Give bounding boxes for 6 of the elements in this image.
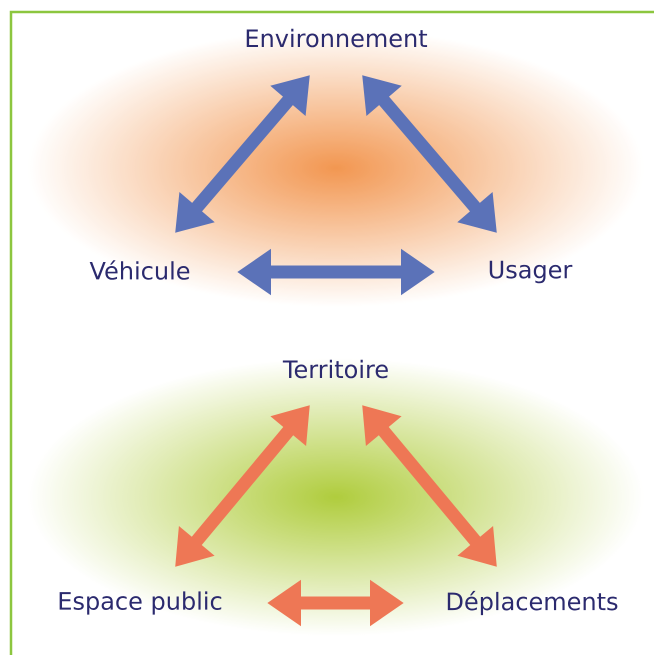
node-label: Environnement [246,28,428,48]
node-label: Espace public [60,591,222,615]
node-label: Territoire [282,360,388,378]
node-label: Déplacements [448,590,618,616]
node-label: Usager [490,260,572,284]
node-label: Véhicule [90,260,190,280]
